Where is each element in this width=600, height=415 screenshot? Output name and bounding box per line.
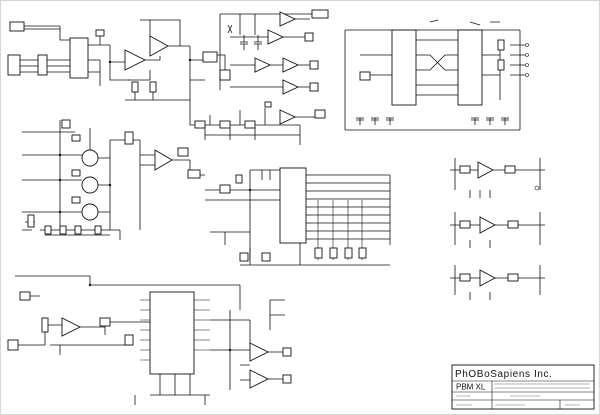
input-jack-3	[7, 339, 19, 351]
connector-j1	[359, 71, 371, 81]
transistor-stages	[22, 119, 205, 240]
mixer-output-tag	[187, 169, 201, 179]
output-driver-8	[249, 369, 270, 389]
transistor-q1	[81, 149, 99, 167]
input-connector-left	[7, 54, 21, 76]
dual-ic-right	[457, 29, 483, 106]
input-connector-top	[9, 21, 25, 32]
filter-opamp-2	[479, 216, 496, 234]
main-ic-section	[205, 167, 391, 266]
input-section	[7, 19, 231, 101]
opamp-mixer	[154, 149, 173, 171]
opamp-input-1	[124, 49, 147, 71]
output-driver-6	[279, 109, 297, 125]
filter-opamp-1	[477, 161, 494, 179]
output-tag-1	[311, 9, 329, 19]
opamp-sense	[61, 317, 82, 337]
input-jack-1	[61, 119, 71, 129]
top-right-ic-section	[344, 19, 529, 131]
title-block-frame	[451, 364, 595, 410]
transistor-q2	[81, 176, 99, 194]
output-driver-7	[249, 342, 270, 362]
transistor-q3	[81, 203, 99, 221]
input-buffer-ic	[69, 37, 89, 79]
filter-opamp-3	[479, 269, 496, 287]
filter-cells	[450, 158, 545, 300]
company-name: PhOBoSapiens Inc.	[455, 369, 552, 380]
output-drivers-mid	[189, 100, 326, 145]
project-name: PBM XL	[456, 383, 486, 392]
input-jack-2	[19, 291, 31, 301]
output-driver-1	[279, 11, 297, 27]
opamp-input-2	[149, 35, 169, 57]
title-block: PhOBoSapiens Inc. PBM XL	[451, 364, 595, 410]
output-drivers-top	[219, 9, 329, 95]
bottom-left-section	[7, 275, 292, 405]
main-ic-u1	[279, 167, 307, 244]
main-ic-u2	[149, 291, 195, 375]
dual-ic-left	[391, 29, 417, 106]
